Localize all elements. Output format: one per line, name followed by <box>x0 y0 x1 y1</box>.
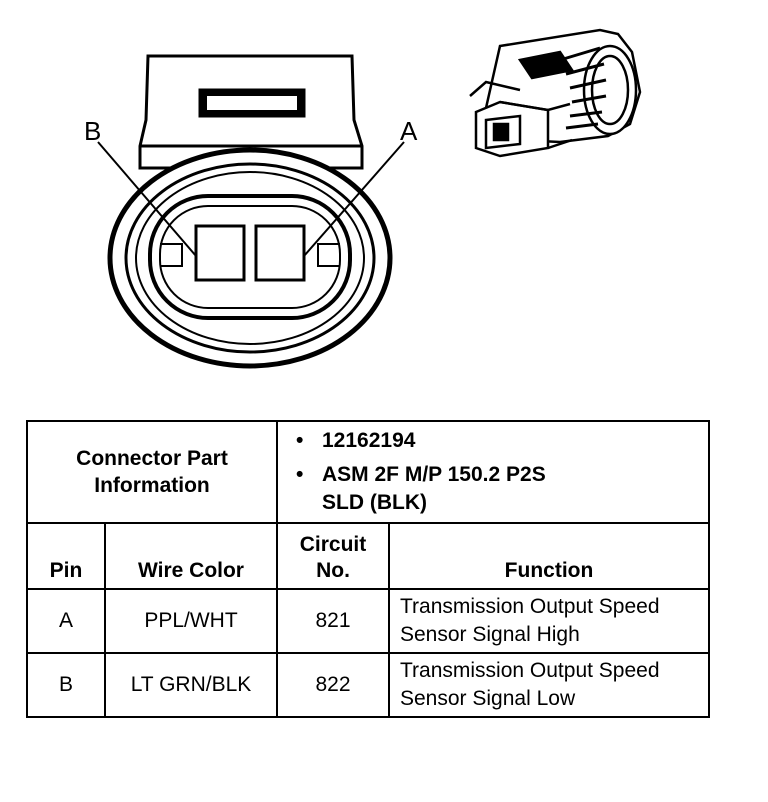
wire-color-header: Wire Color <box>104 522 278 590</box>
pin-cell: B <box>26 652 106 718</box>
pin-a-label: A <box>400 116 418 146</box>
circuit-no-header-text: Circuit No. <box>299 533 367 582</box>
part-number-text: ASM 2F M/P 150.2 P2S SLD (BLK) <box>322 463 546 514</box>
pin-b-label: B <box>84 116 102 146</box>
circuit-no-header: Circuit No. <box>276 522 390 590</box>
info-label-text: Connector Part Information <box>76 447 228 497</box>
connector-part-information-label: Connector Part Information <box>26 420 278 524</box>
circuit-cell: 821 <box>276 588 390 654</box>
part-number-item: • 12162194 <box>296 427 708 455</box>
function-cell: Transmission Output Speed Sensor Signal … <box>388 588 710 654</box>
pin-header: Pin <box>26 522 106 590</box>
function-text: Transmission Output Speed Sensor Signal … <box>400 659 660 710</box>
part-info-row: Connector Part Information • 12162194 • … <box>26 420 710 524</box>
part-number-text: 12162194 <box>322 429 416 452</box>
column-header-row: Pin Wire Color Circuit No. Function <box>26 522 710 590</box>
table-row: A PPL/WHT 821 Transmission Output Speed … <box>26 588 710 654</box>
function-cell: Transmission Output Speed Sensor Signal … <box>388 652 710 718</box>
part-numbers-cell: • 12162194 • ASM 2F M/P 150.2 P2S SLD (B… <box>276 420 710 524</box>
connector-drawing <box>97 28 642 369</box>
bullet-icon: • <box>296 463 304 486</box>
bullet-icon: • <box>296 429 304 452</box>
connector-isometric-view-icon <box>469 28 642 158</box>
wire-color-cell: LT GRN/BLK <box>104 652 278 718</box>
part-number-item: • ASM 2F M/P 150.2 P2S SLD (BLK) <box>296 461 708 517</box>
circuit-cell: 822 <box>276 652 390 718</box>
pin-cell: A <box>26 588 106 654</box>
table-row: B LT GRN/BLK 822 Transmission Output Spe… <box>26 652 710 718</box>
connector-front-view-icon <box>97 54 405 369</box>
connector-info-table: Connector Part Information • 12162194 • … <box>26 420 710 718</box>
function-header: Function <box>388 522 710 590</box>
function-text: Transmission Output Speed Sensor Signal … <box>400 595 660 646</box>
wire-color-cell: PPL/WHT <box>104 588 278 654</box>
